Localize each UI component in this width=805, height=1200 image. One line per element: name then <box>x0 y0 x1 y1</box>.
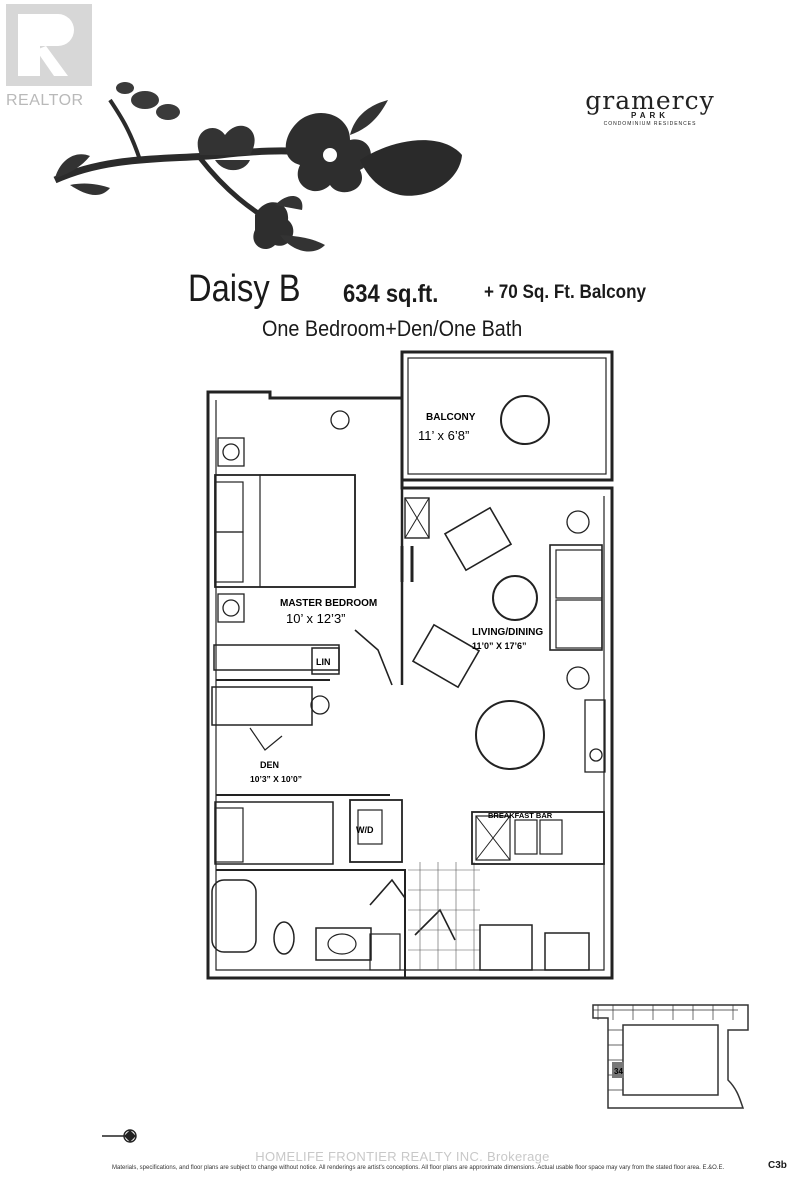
realtor-watermark-text: REALTOR <box>6 92 84 109</box>
balcony-label: BALCONY <box>426 412 476 423</box>
balcony-size: 11’ x 6’8” <box>418 428 469 443</box>
unit-type: One Bedroom+Den/One Bath <box>262 316 523 341</box>
plan-code: C3b <box>768 1160 787 1171</box>
unit-title: Daisy B 634 sq.ft. + 70 Sq. Ft. Balcony <box>188 268 646 311</box>
brand-name: gramercy <box>585 86 715 115</box>
realtor-watermark: REALTOR <box>6 4 98 112</box>
floral-decoration <box>53 82 462 252</box>
den-label: DEN <box>260 760 279 770</box>
north-arrow-icon <box>102 1129 137 1143</box>
unit-balcony-area: + 70 Sq. Ft. Balcony <box>484 282 647 303</box>
laundry-label: W/D <box>356 825 374 835</box>
realtor-logo-icon <box>6 4 92 86</box>
keyplan-unit-marker: 34 <box>614 1067 623 1076</box>
key-plan: 34 <box>592 1004 749 1109</box>
unit-area: 634 sq.ft. <box>343 280 439 308</box>
floor-plan: BALCONY 11’ x 6’8” MASTER BEDROOM 10’ x … <box>206 350 614 980</box>
brand-sub: PARK <box>630 111 670 120</box>
breakfast-bar-label: BREAKFAST BAR <box>488 811 553 820</box>
living-dining-size: 11’0” X 17’6” <box>472 641 527 651</box>
brokerage-watermark: HOMELIFE FRONTIER REALTY INC. Brokerage <box>255 1149 550 1164</box>
den-size: 10’3” X 10’0” <box>250 774 302 784</box>
brand-logo: gramercy PARK CONDOMINIUM RESIDENCES <box>570 86 730 127</box>
disclaimer-text: Materials, specifications, and floor pla… <box>112 1165 725 1171</box>
unit-name: Daisy B <box>188 268 301 310</box>
master-bedroom-label: MASTER BEDROOM <box>280 598 377 609</box>
linen-label: LIN <box>316 657 331 667</box>
living-dining-label: LIVING/DINING <box>472 627 543 638</box>
master-bedroom-size: 10’ x 12’3” <box>286 611 346 626</box>
brand-tagline: CONDOMINIUM RESIDENCES <box>603 121 697 127</box>
